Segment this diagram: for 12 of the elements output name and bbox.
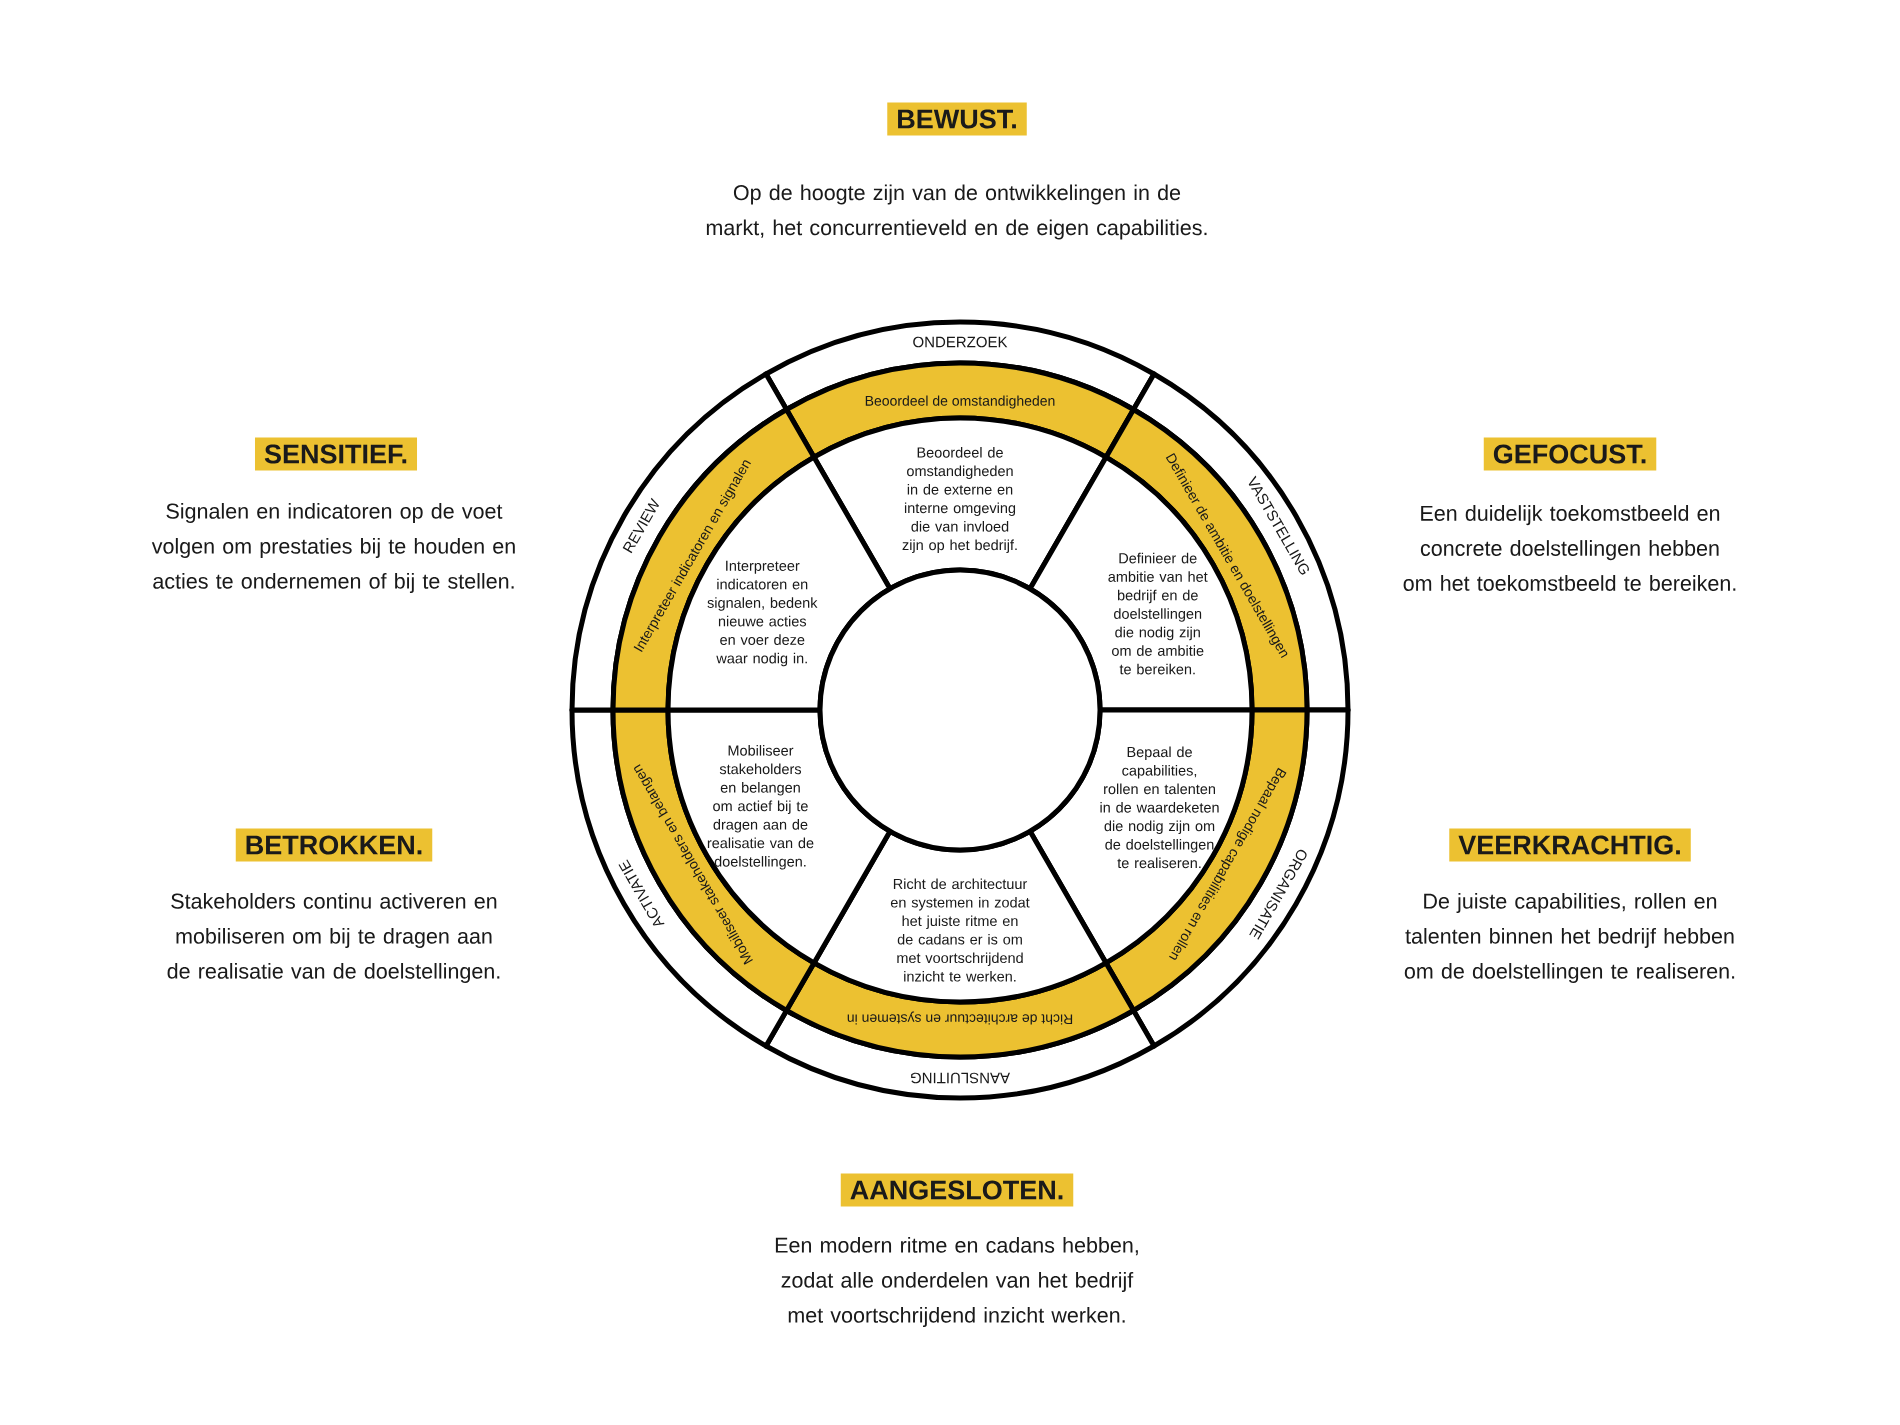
description-text: Op de hoogte zijn van de ontwikkelingen in de markt, het concurrentieveld en de eigen capabilities.	[706, 184, 1207, 240]
heading-box: AANGESLOTEN.	[840, 1173, 1074, 1207]
heading-box: VEERKRACHTIG.	[1449, 828, 1691, 862]
heading-box: SENSITIEF.	[255, 437, 417, 471]
description-text: Signalen en indicatoren op de voet volgen om prestaties bij te houden en acties te ondernemen of bij te stellen.	[151, 503, 515, 594]
description-text: De juiste capabilities, rollen en talenten binnen het bedrijf hebben om de doelstellingen te realiseren.	[1404, 893, 1735, 984]
description-text: Stakeholders continu activeren en mobiliseren om bij te dragen aan de realisatie van de doelstellingen.	[167, 893, 500, 984]
description-text: Een modern ritme en cadans hebben, zodat alle onderdelen van het bedrijf met voortschrijdend inzicht werken.	[775, 1237, 1138, 1328]
heading-box: GEFOCUST.	[1483, 437, 1657, 471]
description-text: Een duidelijk toekomstbeeld en concrete doelstellingen hebben om het toekomstbeeld te bereiken.	[1403, 505, 1736, 591]
heading-box: BEWUST.	[887, 102, 1027, 136]
heading-box: BETROKKEN.	[235, 828, 433, 862]
